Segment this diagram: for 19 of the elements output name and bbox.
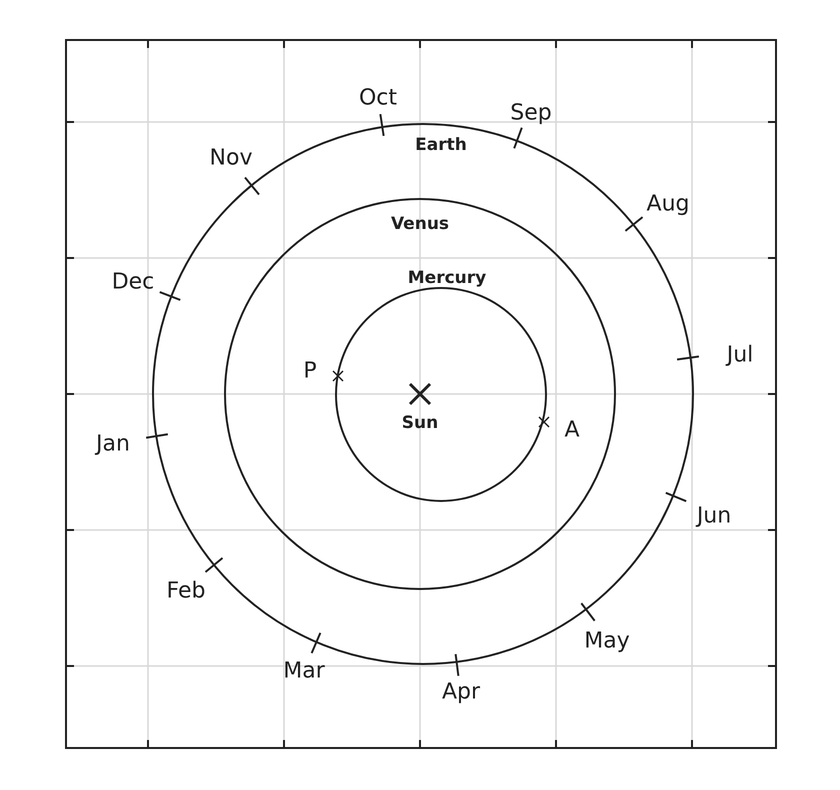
orbit-label: Venus [390, 214, 450, 234]
month-label: Mar [283, 658, 325, 684]
month-label: Nov [210, 146, 252, 170]
orbit-label: Mercury [408, 268, 486, 288]
month-label: Oct [358, 86, 398, 110]
month-label: Aug [646, 192, 690, 216]
month-label: May [584, 628, 630, 654]
month-label: Feb [166, 578, 206, 604]
point-label: P [303, 358, 317, 384]
month-label: Dec [112, 270, 154, 294]
sun-label: Sun [402, 413, 438, 433]
point-label: A [564, 418, 580, 442]
month-label: Jan [96, 432, 130, 456]
month-label: Jun [696, 504, 732, 528]
month-label: Apr [442, 680, 480, 704]
orbit-ring [224, 198, 616, 590]
orbit-label: Earth [415, 135, 467, 155]
month-label: Jul [726, 342, 754, 368]
month-label: Sep [510, 100, 552, 126]
